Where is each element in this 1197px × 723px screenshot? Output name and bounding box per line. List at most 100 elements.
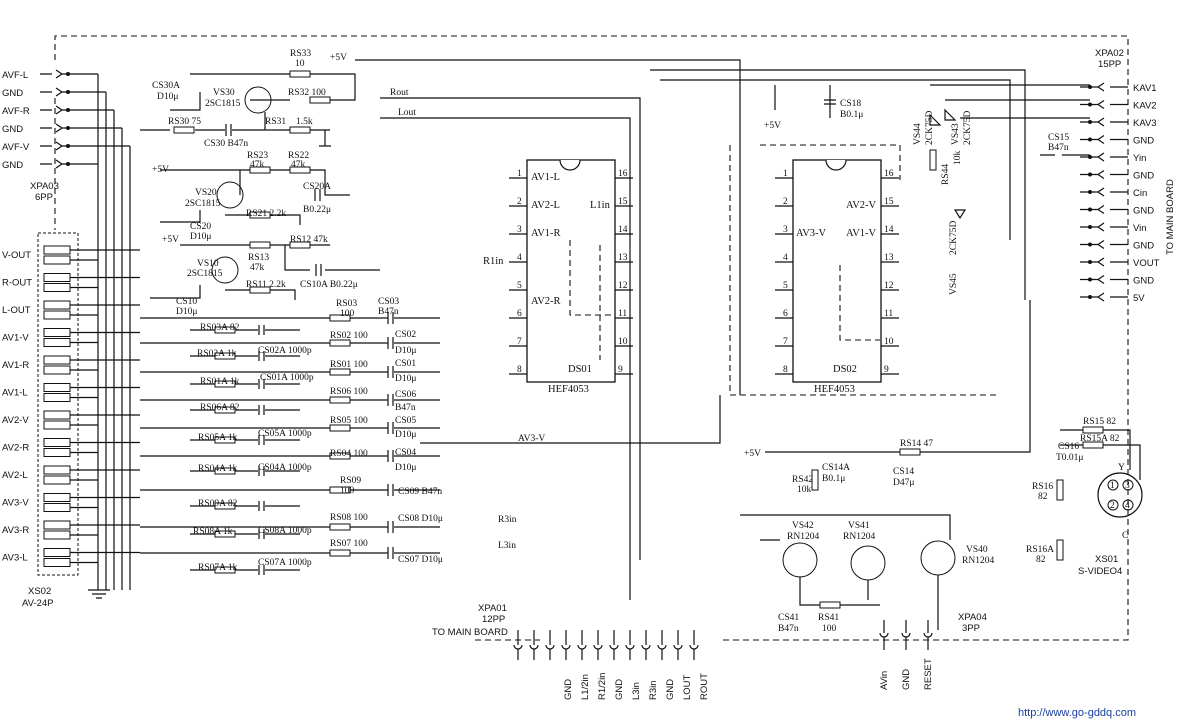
coupling-capacitor bbox=[387, 366, 394, 378]
xpa02-pin-label: Yin bbox=[1133, 153, 1146, 164]
cs01-value: D10μ bbox=[395, 374, 416, 384]
rs03-label: RS03 bbox=[336, 299, 357, 309]
rs03-value: 100 bbox=[340, 309, 355, 319]
coupling-capacitor bbox=[387, 484, 394, 496]
xs02-wire bbox=[70, 524, 140, 536]
xs02-pin-lower bbox=[43, 310, 71, 320]
ic-pin-number: 13 bbox=[618, 253, 628, 263]
cs05-label: CS05 bbox=[395, 416, 416, 426]
xs02-wire bbox=[70, 359, 140, 371]
shunt-resistor bbox=[214, 467, 236, 475]
vs30-transistor bbox=[244, 86, 272, 114]
xs02-pin-lower bbox=[43, 338, 71, 347]
ds02-av3v: AV3-V bbox=[796, 228, 827, 239]
vs10-ref: VS10 bbox=[197, 259, 219, 269]
coupling-capacitor bbox=[387, 337, 394, 349]
rs14-resistor bbox=[899, 448, 921, 456]
rs16a-value: 82 bbox=[1036, 555, 1046, 565]
supply-label: +5V bbox=[162, 235, 179, 245]
junction-dot bbox=[1088, 155, 1092, 159]
cs04a-label: CS04A 1000p bbox=[258, 463, 312, 473]
xpa03-pin-label: AVF-R bbox=[2, 106, 30, 117]
junction-dot bbox=[66, 126, 70, 130]
ic-pin-number: 11 bbox=[884, 309, 893, 319]
junction-dot bbox=[1088, 277, 1092, 282]
ic-pin-number: 15 bbox=[884, 197, 894, 207]
xs02-pin-label: AV2-L bbox=[2, 470, 28, 481]
xpa01-pin-label: R3in bbox=[648, 680, 659, 700]
xpa01-pin bbox=[657, 630, 667, 660]
shunt-capacitor bbox=[258, 325, 265, 335]
xs02-name: XS02 bbox=[28, 586, 51, 597]
xpa02-pin-label: VOUT bbox=[1133, 258, 1160, 269]
supply-label: +5V bbox=[152, 165, 169, 175]
cs05-value: D10μ bbox=[395, 430, 416, 440]
xs01-name: XS01 bbox=[1095, 554, 1118, 565]
xpa02-name: XPA02 bbox=[1095, 48, 1124, 59]
xpa02-pin bbox=[1080, 205, 1128, 214]
xpa02-pin-label: GND bbox=[1133, 276, 1154, 287]
svideo-pin4: 4 bbox=[1125, 501, 1130, 511]
junction-dot bbox=[66, 162, 70, 166]
rs30-label: RS30 75 bbox=[168, 117, 201, 127]
shunt-capacitor bbox=[258, 565, 265, 575]
xs02-pin-upper bbox=[43, 465, 71, 475]
ic-pin-number: 14 bbox=[618, 225, 628, 235]
xpa01-pin bbox=[545, 630, 555, 660]
cs06-label: CS06 bbox=[395, 390, 416, 400]
ic-pin-number: 12 bbox=[884, 281, 894, 291]
xpa03-pin bbox=[40, 87, 78, 97]
ic-pin-number: 7 bbox=[783, 337, 788, 347]
ic-pin-number: 7 bbox=[517, 337, 522, 347]
cs30-capacitor bbox=[225, 124, 232, 136]
xpa04-pin-label: GND bbox=[901, 669, 912, 690]
ds01-av2r: AV2-R bbox=[531, 296, 561, 307]
series-resistor bbox=[329, 368, 351, 376]
xs02-wire bbox=[70, 386, 140, 399]
shunt-capacitor bbox=[258, 351, 265, 361]
cs02-label: CS02 bbox=[395, 330, 416, 340]
rs15-label: RS15 82 bbox=[1083, 417, 1116, 427]
vs40-part: RN1204 bbox=[962, 556, 994, 566]
cs14-label: CS14 bbox=[893, 467, 914, 477]
xs02-pin-upper bbox=[43, 383, 71, 392]
xs02-pin-lower bbox=[43, 365, 71, 375]
xs02-pin-upper bbox=[43, 410, 71, 420]
svideo-pin2: 2 bbox=[1110, 501, 1115, 511]
xs02-pin-upper bbox=[43, 520, 71, 530]
xs02-pin-lower bbox=[43, 530, 71, 540]
xpa01-name: XPA01 bbox=[478, 603, 507, 614]
vs44-ref: VS44 bbox=[913, 123, 923, 145]
junction-dot bbox=[1088, 190, 1092, 194]
vs43-ref: VS43 bbox=[951, 123, 961, 145]
cs10a-capacitor bbox=[315, 264, 322, 276]
rs16-resistor bbox=[1056, 479, 1064, 501]
vs40-transistor bbox=[920, 540, 956, 576]
junction-dot bbox=[1088, 120, 1092, 124]
rs09a-label: RS09A 82 bbox=[198, 499, 238, 509]
xs02-pin-lower bbox=[43, 393, 71, 402]
rs44-label: RS44 bbox=[941, 164, 951, 185]
xpa03-pin-label: AVF-L bbox=[2, 70, 28, 81]
rs01-label: RS01 100 bbox=[330, 360, 368, 370]
ds01-av1l: AV1-L bbox=[531, 172, 560, 183]
rs16-label: RS16 bbox=[1032, 482, 1053, 492]
vs30-part: 2SC1815 bbox=[205, 99, 241, 109]
xs01-svideo: RS15 82 RS15A 82 CS16 T0.01μ RS16 82 RS1… bbox=[1026, 417, 1143, 577]
cs10-label: CS10 bbox=[176, 297, 197, 307]
svideo-pin1: 1 bbox=[1110, 481, 1115, 491]
rs15-resistor bbox=[1082, 426, 1104, 434]
rs22-label: RS22 bbox=[288, 151, 309, 161]
xs02-pin-lower bbox=[43, 448, 71, 457]
vs20-part: 2SC1815 bbox=[185, 199, 221, 209]
rs11-resistor bbox=[249, 286, 271, 294]
cs08-label: CS08 D10μ bbox=[398, 514, 443, 524]
cs07-label: CS07 D10μ bbox=[398, 555, 443, 565]
series-resistor bbox=[329, 486, 351, 494]
xpa01-caption: TO MAIN BOARD bbox=[432, 627, 508, 638]
xs02-pin-lower bbox=[43, 558, 71, 567]
rs42-resistor bbox=[811, 469, 819, 491]
xs01-type: S-VIDEO4 bbox=[1078, 566, 1122, 577]
rs09-value: 100 bbox=[340, 486, 355, 496]
shunt-capacitor bbox=[258, 405, 265, 415]
